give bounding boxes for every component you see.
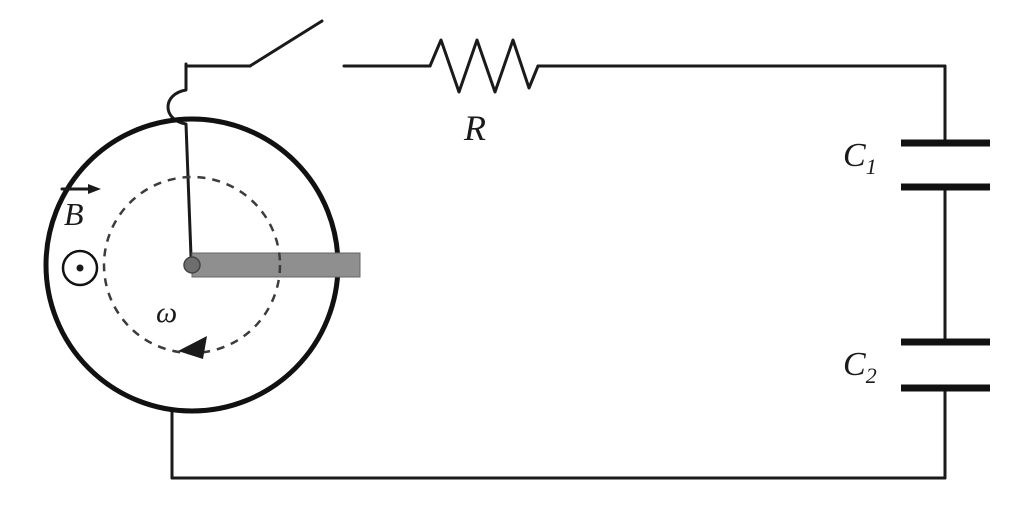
rotation-arrow-icon (178, 336, 207, 359)
capacitor-c2-label: C2 (843, 346, 877, 388)
vector-arrow-head (88, 184, 101, 194)
field-out-of-page-dot (76, 264, 84, 272)
resistor-zigzag (428, 38, 540, 94)
capacitor-c2-letter: C (843, 346, 866, 383)
capacitor-c2-subscript: 2 (866, 363, 877, 388)
switch-blade (248, 19, 324, 68)
wire-pivot-feed (166, 62, 193, 258)
pivot-dot (183, 256, 201, 274)
capacitor-c1-subscript: 1 (866, 154, 877, 179)
capacitor-c1-letter: C (843, 137, 866, 174)
magnetic-field-label: B (64, 196, 84, 232)
angular-velocity-label: ω (156, 296, 177, 329)
resistor-label: R (463, 108, 486, 148)
capacitor-c1-label: C1 (843, 137, 877, 179)
rotating-rod (191, 252, 361, 278)
